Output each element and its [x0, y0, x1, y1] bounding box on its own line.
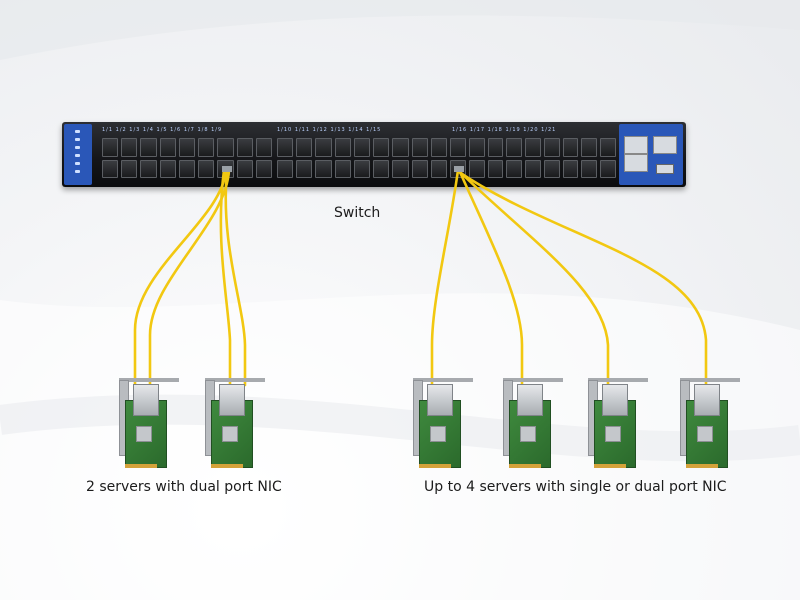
nic-card — [588, 378, 660, 470]
cable-right-1 — [430, 168, 460, 387]
qsfp-cage-icon — [602, 384, 628, 416]
nic-chip-icon — [520, 426, 536, 442]
nic-chip-icon — [136, 426, 152, 442]
port-group-left — [102, 138, 272, 178]
mgmt-port-icon — [624, 136, 648, 154]
qsfp-cage-icon — [427, 384, 453, 416]
usb-port-icon — [656, 164, 674, 174]
nic-card-dual-port — [205, 378, 277, 470]
nic-chip-icon — [697, 426, 713, 442]
cable-left-2 — [148, 168, 231, 387]
network-switch: 1/1 1/2 1/3 1/4 1/5 1/6 1/7 1/8 1/9 1/10… — [62, 122, 686, 187]
nic-card-dual-port — [119, 378, 191, 470]
right-group-caption: Up to 4 servers with single or dual port… — [424, 479, 727, 495]
port-group-right — [450, 138, 616, 178]
cable-connector — [222, 166, 232, 172]
cable-right-2 — [458, 170, 524, 387]
console-port-icon — [653, 136, 677, 154]
nic-card — [680, 378, 752, 470]
cable-left-4 — [224, 168, 247, 387]
qsfp-cage-icon — [694, 384, 720, 416]
port-labels-left: 1/1 1/2 1/3 1/4 1/5 1/6 1/7 1/8 1/9 — [102, 127, 223, 133]
switch-management-panel — [619, 124, 683, 185]
switch-label: Switch — [334, 205, 381, 221]
cable-right-4 — [457, 170, 708, 387]
cable-left-3 — [219, 168, 232, 387]
nic-chip-icon — [222, 426, 238, 442]
qsfp-cage-icon — [219, 384, 245, 416]
port-group-middle — [277, 138, 447, 178]
qsfp-cage-icon — [133, 384, 159, 416]
mgmt-port-icon — [624, 154, 648, 172]
cable-left-1 — [133, 168, 228, 387]
left-group-caption: 2 servers with dual port NIC — [86, 479, 282, 495]
nic-card — [503, 378, 575, 470]
nic-chip-icon — [605, 426, 621, 442]
switch-left-panel — [64, 124, 92, 185]
qsfp-cage-icon — [517, 384, 543, 416]
nic-card — [413, 378, 485, 470]
cable-right-3 — [458, 170, 610, 387]
port-labels-right: 1/16 1/17 1/18 1/19 1/20 1/21 — [452, 127, 557, 133]
nic-chip-icon — [430, 426, 446, 442]
port-labels-middle: 1/10 1/11 1/12 1/13 1/14 1/15 — [277, 127, 382, 133]
cable-connector — [454, 166, 464, 172]
